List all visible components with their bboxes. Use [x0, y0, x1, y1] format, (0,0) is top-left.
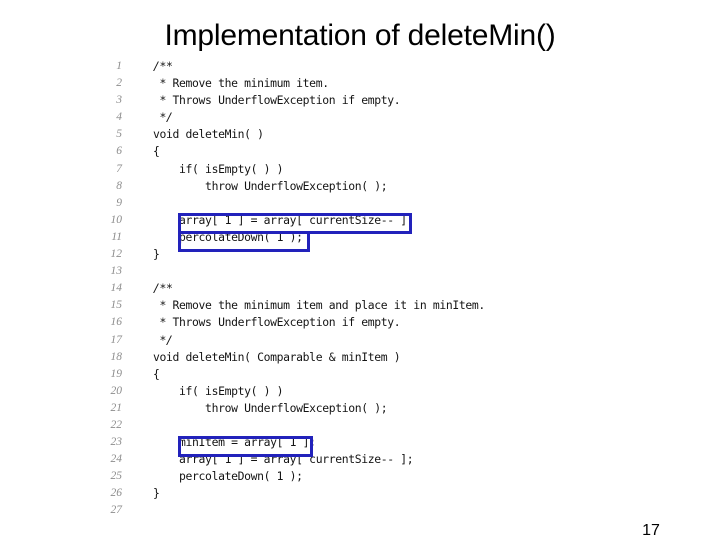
code-line-number: 14: [110, 282, 123, 295]
code-line-number: 12: [110, 248, 123, 261]
code-line: 11 percolateDown( 1 );: [96, 229, 656, 246]
code-line-number: 19: [110, 367, 123, 380]
code-line: 21 throw UnderflowException( );: [96, 400, 656, 417]
code-line: 22: [96, 417, 656, 434]
code-line: 16 * Throws UnderflowException if empty.: [96, 314, 656, 331]
code-line: 23 minItem = array[ 1 ];: [96, 434, 656, 451]
code-line: 9: [96, 195, 656, 212]
code-line: 7 if( isEmpty( ) ): [96, 161, 656, 178]
code-line-number: 6: [116, 145, 122, 158]
code-line: 13: [96, 263, 656, 280]
code-line: 6{: [96, 143, 656, 160]
code-line: 26}: [96, 485, 656, 502]
code-line: 1 /**: [96, 58, 656, 75]
code-line-text: if( isEmpty( ) ): [153, 383, 284, 398]
code-line-text: array[ 1 ] = array[ currentSize-- ];: [153, 452, 414, 467]
code-line-text: percolateDown( 1 );: [153, 229, 303, 244]
code-line-number: 2: [116, 77, 122, 90]
code-line-text: {: [153, 366, 160, 381]
code-line-text: percolateDown( 1 );: [153, 469, 303, 484]
code-line: 3 * Throws UnderflowException if empty.: [96, 92, 656, 109]
code-line-number: 25: [110, 470, 123, 483]
code-line: 20 if( isEmpty( ) ): [96, 383, 656, 400]
code-line-text: void deleteMin( Comparable & minItem ): [153, 349, 401, 364]
code-line-number: 8: [116, 179, 122, 192]
code-line-text: /**: [153, 59, 173, 73]
code-line-text: }: [153, 486, 160, 501]
code-line-number: 9: [116, 196, 122, 209]
code-line: 8 throw UnderflowException( );: [96, 178, 656, 195]
code-line: 4 */: [96, 109, 656, 126]
code-line-number: 21: [110, 401, 123, 414]
code-line-number: 24: [110, 453, 123, 466]
code-listing-figure: 1/**2 * Remove the minimum item.3 * Thro…: [96, 58, 656, 528]
code-line: 17 */: [96, 332, 656, 349]
code-line: 19 {: [96, 366, 656, 383]
code-line-number: 4: [116, 111, 122, 124]
code-line-number: 27: [110, 504, 123, 517]
code-line-text: */: [153, 332, 173, 347]
code-line-number: 26: [110, 487, 123, 500]
code-line-text: {: [153, 144, 160, 159]
code-line-number: 23: [110, 436, 123, 449]
page-title: Implementation of deleteMin(): [164, 19, 556, 52]
code-line: 10 array[ 1 ] = array[ currentSize-- ];: [96, 212, 656, 229]
code-line-number: 17: [110, 333, 123, 346]
code-line: 25 percolateDown( 1 );: [96, 468, 656, 485]
code-line-text: array[ 1 ] = array[ currentSize-- ];: [153, 212, 414, 227]
code-line-text: * Throws UnderflowException if empty.: [153, 315, 401, 330]
code-line-text: */: [153, 110, 173, 125]
code-line-number: 13: [110, 265, 123, 278]
code-line-text: }: [153, 247, 160, 262]
code-line-text: throw UnderflowException( );: [153, 178, 388, 193]
code-line-text: throw UnderflowException( );: [153, 400, 388, 415]
code-line: 5 void deleteMin( ): [96, 126, 656, 143]
code-line-text: void deleteMin( ): [153, 127, 264, 142]
code-line-number: 11: [111, 230, 122, 243]
code-line-number: 15: [110, 299, 123, 312]
code-line-text: /**: [153, 281, 173, 296]
code-line: 27: [96, 502, 656, 519]
code-line-number: 22: [110, 418, 123, 431]
code-line-number: 5: [116, 128, 122, 141]
code-line-number: 18: [110, 350, 123, 363]
code-line: 18 void deleteMin( Comparable & minItem ): [96, 349, 656, 366]
code-lines-container: 1/**2 * Remove the minimum item.3 * Thro…: [96, 58, 656, 520]
code-line-number: 3: [116, 94, 122, 107]
code-line: 14 /**: [96, 280, 656, 297]
code-line-text: * Remove the minimum item.: [153, 76, 330, 91]
code-line-number: 10: [110, 213, 123, 226]
code-line: 12}: [96, 246, 656, 263]
code-line-text: * Remove the minimum item and place it i…: [153, 298, 486, 313]
code-line-number: 20: [110, 384, 123, 397]
code-line-number: 16: [110, 316, 123, 329]
page-number: 17: [642, 522, 660, 539]
code-line-number: 1: [116, 60, 122, 72]
code-line-number: 7: [116, 162, 122, 175]
code-line-text: if( isEmpty( ) ): [153, 161, 284, 176]
code-line: 2 * Remove the minimum item.: [96, 75, 656, 92]
code-line: 15 * Remove the minimum item and place i…: [96, 297, 656, 314]
code-line-text: * Throws UnderflowException if empty.: [153, 93, 401, 108]
code-line: 24 array[ 1 ] = array[ currentSize-- ];: [96, 451, 656, 468]
code-line-text: minItem = array[ 1 ];: [153, 435, 316, 450]
